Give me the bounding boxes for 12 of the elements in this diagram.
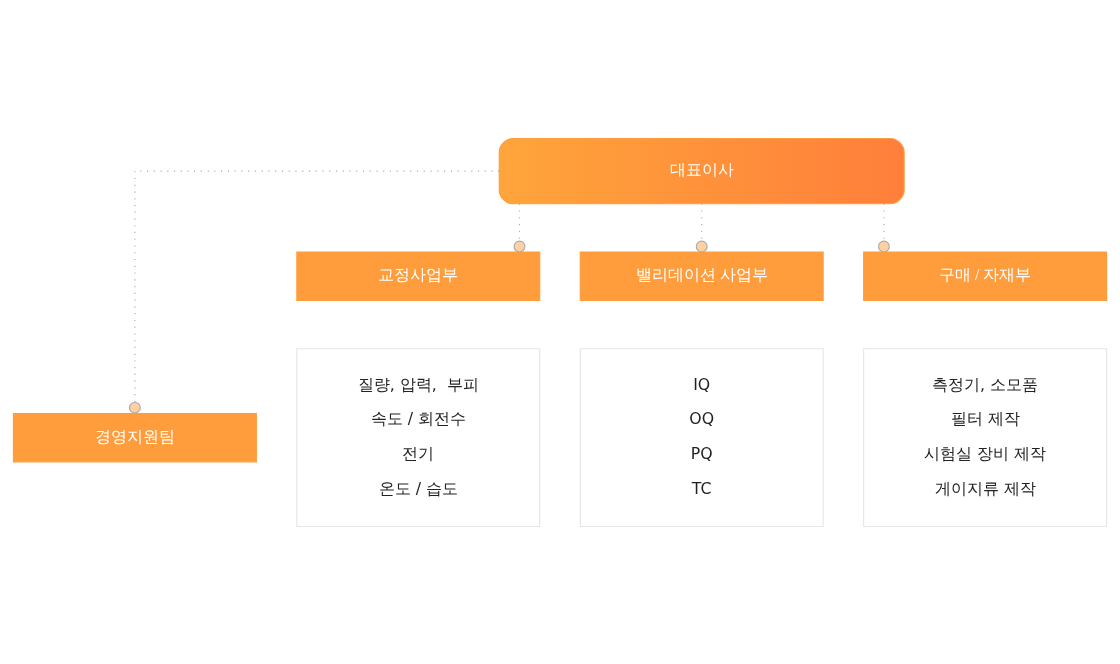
node-box: 교정사업부 xyxy=(296,251,541,301)
connector xyxy=(877,202,890,252)
node-box: 밸리데이션 사업부 xyxy=(579,251,824,301)
node-box: 질량, 압력, 부피 속도 / 회전수 전기 온도 / 습도 xyxy=(296,347,541,527)
connector xyxy=(513,202,526,252)
node-box: 대표이사 xyxy=(498,137,905,204)
connector xyxy=(695,202,708,252)
node-box: 구매 / 자재부 xyxy=(863,251,1108,301)
node-box: IQ OQ PQ TC xyxy=(579,347,824,527)
node-box: 경영지원팀 xyxy=(12,412,257,462)
connector xyxy=(128,170,500,414)
node-box: 측정기, 소모품 필터 제작 시험실 장비 제작 게이지류 제작 xyxy=(863,347,1108,527)
